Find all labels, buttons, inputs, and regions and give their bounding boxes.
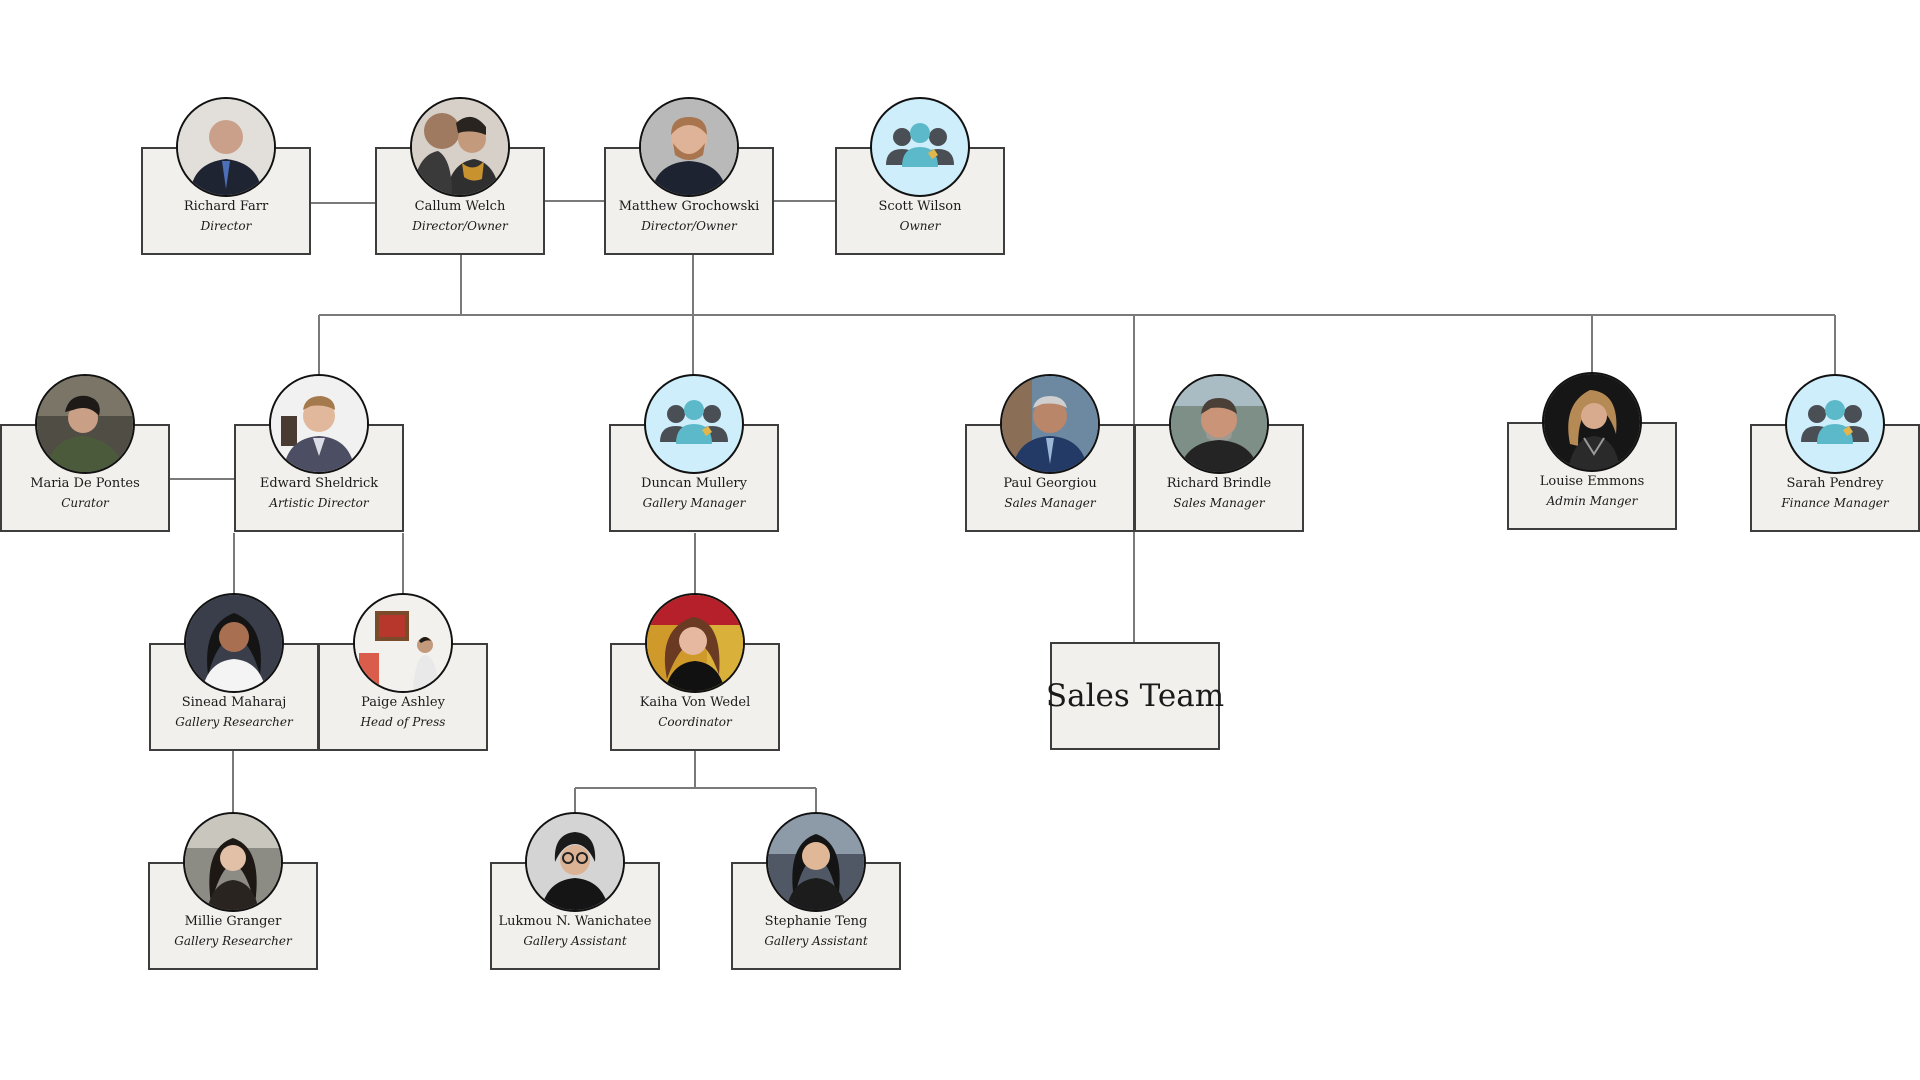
profile-photo	[1542, 372, 1642, 472]
person-name: Richard Brindle	[1166, 476, 1272, 491]
person-role: Admin Manger	[1546, 494, 1638, 508]
person-role: Finance Manager	[1781, 496, 1889, 510]
profile-photo	[183, 812, 283, 912]
person-card-kaiha-von-wedel[interactable]: Kaiha Von Wedel Coordinator	[610, 593, 780, 751]
person-card-maria-de-pontes[interactable]: Maria De Pontes Curator	[0, 374, 170, 532]
profile-photo	[353, 593, 453, 693]
profile-photo	[184, 593, 284, 693]
person-card-richard-farr[interactable]: Richard Farr Director	[141, 97, 311, 255]
profile-photo	[1169, 374, 1269, 474]
person-role: Gallery Assistant	[523, 934, 627, 948]
profile-photo	[766, 812, 866, 912]
person-card-scott-wilson[interactable]: Scott Wilson Owner	[835, 97, 1005, 255]
person-card-duncan-mullery[interactable]: Duncan Mullery Gallery Manager	[609, 374, 779, 532]
person-role: Sales Manager	[1173, 496, 1265, 510]
person-role: Sales Manager	[1004, 496, 1096, 510]
person-name: Scott Wilson	[878, 199, 962, 214]
person-card-stephanie-teng[interactable]: Stephanie Teng Gallery Assistant	[731, 812, 901, 970]
person-role: Gallery Assistant	[764, 934, 868, 948]
group-icon	[644, 374, 744, 474]
person-name: Callum Welch	[414, 199, 506, 214]
person-card-callum-welch[interactable]: Callum Welch Director/Owner	[375, 97, 545, 255]
group-icon	[1785, 374, 1885, 474]
profile-photo	[639, 97, 739, 197]
person-name: Kaiha Von Wedel	[639, 695, 751, 710]
person-role: Gallery Researcher	[175, 715, 293, 729]
profile-photo	[525, 812, 625, 912]
person-role: Artistic Director	[269, 496, 369, 510]
person-role: Director/Owner	[412, 219, 508, 233]
person-role: Director	[200, 219, 252, 233]
person-card-paige-ashley[interactable]: Paige Ashley Head of Press	[318, 593, 488, 751]
person-card-edward-sheldrick[interactable]: Edward Sheldrick Artistic Director	[234, 374, 404, 532]
profile-photo	[35, 374, 135, 474]
person-name: Paul Georgiou	[1003, 476, 1097, 491]
person-role: Gallery Manager	[642, 496, 746, 510]
person-name: Sarah Pendrey	[1786, 476, 1884, 491]
person-name: Millie Granger	[184, 914, 282, 929]
profile-photo	[269, 374, 369, 474]
person-name: Matthew Grochowski	[618, 199, 760, 214]
person-name: Duncan Mullery	[641, 476, 747, 491]
person-role: Head of Press	[360, 715, 446, 729]
person-name: Paige Ashley	[361, 695, 445, 710]
profile-photo	[645, 593, 745, 693]
person-name: Stephanie Teng	[764, 914, 868, 929]
person-name: Lukmou N. Wanichatee	[498, 914, 652, 929]
person-role: Director/Owner	[641, 219, 737, 233]
person-card-richard-brindle[interactable]: Richard Brindle Sales Manager	[1134, 374, 1304, 532]
sales-team-box[interactable]: Sales Team	[1046, 642, 1224, 750]
person-name: Richard Farr	[183, 199, 269, 214]
person-role: Coordinator	[658, 715, 732, 729]
person-role: Owner	[899, 219, 941, 233]
person-name: Edward Sheldrick	[259, 476, 379, 491]
person-card-matthew-grochowski[interactable]: Matthew Grochowski Director/Owner	[604, 97, 774, 255]
profile-photo	[410, 97, 510, 197]
person-card-lukmou-wanichatee[interactable]: Lukmou N. Wanichatee Gallery Assistant	[490, 812, 660, 970]
person-name: Sinead Maharaj	[181, 695, 287, 710]
profile-photo	[1000, 374, 1100, 474]
person-role: Curator	[61, 496, 109, 510]
person-card-sarah-pendrey[interactable]: Sarah Pendrey Finance Manager	[1750, 374, 1920, 532]
person-card-millie-granger[interactable]: Millie Granger Gallery Researcher	[148, 812, 318, 970]
group-icon	[870, 97, 970, 197]
person-card-louise-emmons[interactable]: Louise Emmons Admin Manger	[1507, 372, 1677, 530]
person-card-paul-georgiou[interactable]: Paul Georgiou Sales Manager	[965, 374, 1135, 532]
person-name: Maria De Pontes	[30, 476, 140, 491]
person-role: Gallery Researcher	[174, 934, 292, 948]
person-name: Louise Emmons	[1539, 474, 1645, 489]
person-card-sinead-maharaj[interactable]: Sinead Maharaj Gallery Researcher	[149, 593, 319, 751]
profile-photo	[176, 97, 276, 197]
